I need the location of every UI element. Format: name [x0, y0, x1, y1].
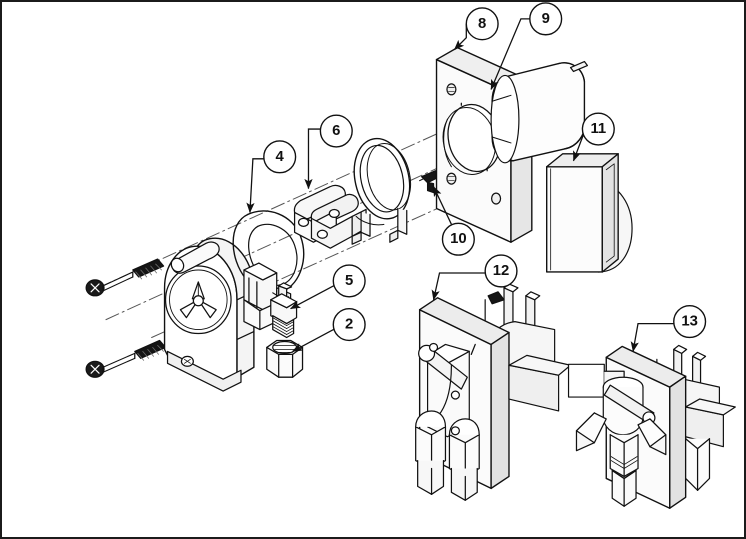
- valve-housing-body: [163, 237, 255, 392]
- callout-13-label: 13: [681, 314, 698, 330]
- callout-12-label: 12: [493, 263, 510, 279]
- callout-11-bubble[interactable]: [581, 112, 615, 146]
- callout-5-leader: [290, 284, 336, 310]
- callout-13[interactable]: 13: [630, 305, 707, 353]
- callout-10-label: 10: [450, 231, 467, 247]
- callout-4-leader: [246, 158, 266, 214]
- screw-and-sleeve-pair: [85, 258, 167, 378]
- left-bracket-valve-subassembly: [415, 283, 572, 501]
- split-clamp-ring: [351, 137, 412, 245]
- callout-layer: 8 9 11 6 4 10 5 2 12 13: [246, 2, 707, 353]
- callout-9-leader: [490, 18, 530, 90]
- cylindrical-actuator-body: [490, 60, 589, 164]
- callout-11-label: 11: [590, 121, 606, 137]
- callout-5-label: 5: [345, 273, 353, 289]
- callout-9-label: 9: [542, 11, 550, 27]
- callout-4-label: 4: [276, 149, 285, 165]
- callout-6[interactable]: 6: [304, 114, 353, 190]
- callout-12-bubble[interactable]: [484, 254, 518, 288]
- callout-6-label: 6: [332, 123, 340, 139]
- callout-8-label: 8: [478, 16, 486, 32]
- callout-8-bubble[interactable]: [465, 7, 499, 41]
- callout-10[interactable]: 10: [432, 186, 475, 256]
- callout-9[interactable]: 9: [490, 2, 563, 90]
- callout-6-leader: [304, 128, 323, 190]
- callout-8-leader: [453, 23, 467, 51]
- callout-2[interactable]: 2: [292, 308, 366, 352]
- callout-8[interactable]: 8: [453, 7, 499, 51]
- callout-5-bubble[interactable]: [332, 264, 366, 298]
- callout-4-bubble[interactable]: [263, 140, 297, 174]
- callout-6-bubble[interactable]: [319, 114, 353, 148]
- callout-10-bubble[interactable]: [441, 222, 475, 256]
- callout-12-leader: [431, 272, 486, 301]
- right-bracket-valve-subassembly: [567, 344, 736, 509]
- callout-13-leader: [630, 322, 674, 353]
- flat-square-cover-plate: [546, 153, 633, 273]
- callout-13-bubble[interactable]: [673, 305, 707, 339]
- callout-11[interactable]: 11: [572, 112, 615, 162]
- callout-5[interactable]: 5: [290, 264, 366, 310]
- callout-12[interactable]: 12: [431, 254, 518, 301]
- callout-2-bubble[interactable]: [332, 308, 366, 342]
- callout-9-bubble[interactable]: [529, 2, 563, 36]
- callout-11-leader: [572, 131, 586, 162]
- callout-2-label: 2: [345, 317, 353, 333]
- hex-nut: [266, 339, 304, 378]
- callout-2-leader: [292, 327, 336, 352]
- callout-10-leader: [432, 186, 452, 225]
- lifting-eye-bolt-loop: [232, 210, 305, 331]
- callout-4[interactable]: 4: [246, 140, 297, 214]
